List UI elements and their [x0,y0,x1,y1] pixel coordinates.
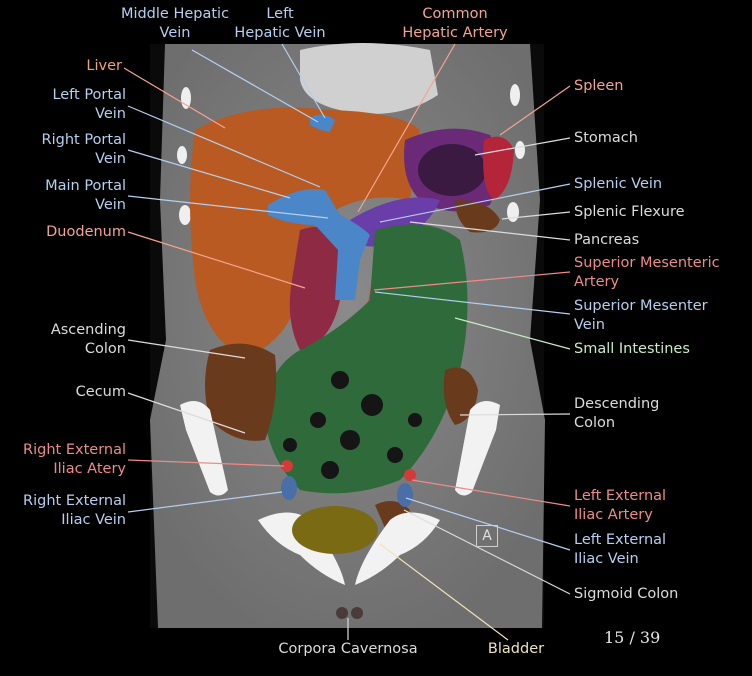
ascending-colon [205,343,277,441]
leader-lines [123,43,571,641]
bowel-gas [283,371,422,479]
label-sigmoid-colon: Sigmoid Colon [574,586,679,602]
slide-counter: 15 / 39 [604,628,661,647]
label-small-intestines: Small Intestines [574,341,690,357]
pancreas [350,197,440,247]
portal-veins [268,189,370,300]
label-corpora-cavernosa: Corpora Cavernosa [278,641,418,657]
duodenum [289,226,345,350]
label-cecum: Cecum [75,384,126,400]
label-stomach: Stomach [574,130,638,146]
label-pancreas: Pancreas [574,232,640,248]
label-splenic-flexure: Splenic Flexure [574,204,685,220]
hepatic-vein [310,114,335,132]
heart [300,43,438,114]
label-spleen: Spleen [574,78,624,94]
label-splenic-vein: Splenic Vein [574,176,663,192]
pelvis [180,401,500,585]
iliac-vessels [281,460,416,507]
splenic-flexure [455,200,500,233]
stomach-lumen [418,144,486,196]
label-duodenum: Duodenum [46,224,126,240]
orientation-marker: A [476,525,498,547]
label-bladder: Bladder [487,641,545,657]
descending-colon [443,367,478,425]
bladder [292,506,378,554]
label-liver: Liver [86,58,122,74]
corpora-cavernosa [336,607,363,619]
ribs [177,84,525,225]
